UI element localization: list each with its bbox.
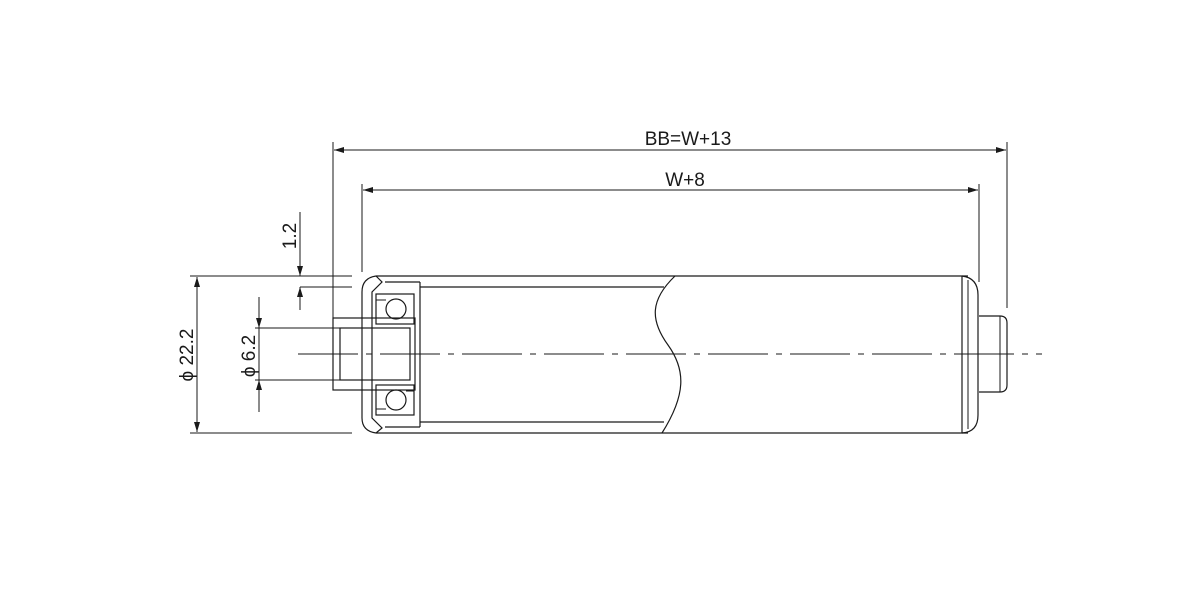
dimension-wall-thickness: 1.2 — [280, 212, 303, 310]
bearing-ball-bottom-icon — [385, 389, 407, 411]
bearing-ball-top-icon — [385, 298, 407, 320]
outer-diameter-label: ϕ 22.2 — [177, 329, 198, 382]
overall-length-label: BB=W+13 — [645, 129, 732, 150]
shaft-diameter-label: ϕ 6.2 — [239, 335, 260, 377]
tube-length-label: W+8 — [665, 170, 705, 191]
wall-thickness-label: 1.2 — [280, 223, 301, 249]
extension-lines — [190, 142, 1008, 434]
dimension-overall: BB=W+13 — [334, 129, 1006, 153]
dimension-shaft-diameter: ϕ 6.2 — [239, 297, 262, 412]
dimension-tube: W+8 — [363, 170, 978, 193]
dimension-outer-diameter: ϕ 22.2 — [177, 277, 200, 432]
